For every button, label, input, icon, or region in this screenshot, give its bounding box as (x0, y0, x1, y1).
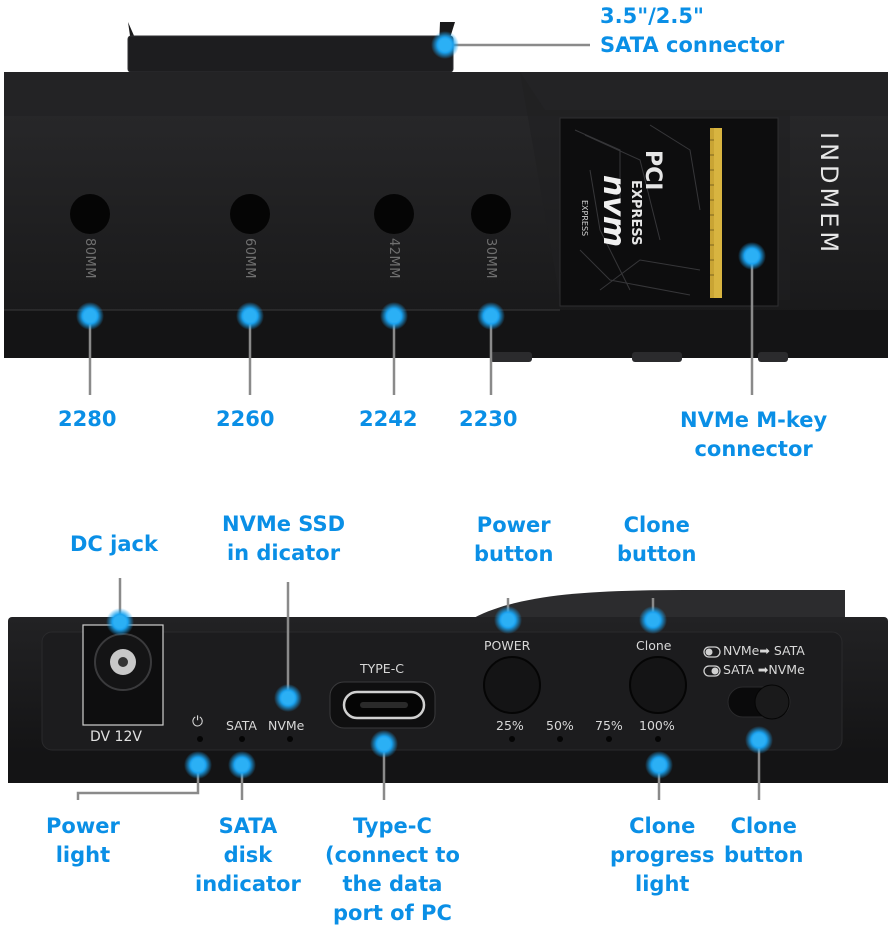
callout-clone-button-top-line-1: Clone (623, 513, 690, 537)
slot-label-30mm: 30MM (483, 238, 498, 279)
callout-nvme-ssd-line-2: in dicator (226, 541, 341, 565)
power-led (197, 736, 203, 742)
callout-power-light-line-2: light (55, 843, 111, 867)
power-button[interactable] (483, 656, 541, 714)
card-text-nvm-express: EXPRESS (580, 200, 589, 237)
slot-label-80mm: 80MM (82, 238, 97, 279)
callout-nvme-mkey-line-2: connector (694, 437, 813, 461)
power-label: POWER (484, 638, 531, 653)
callout-sata-disk-indicator: SATA disk indicator (195, 812, 301, 899)
sata-label: SATA (226, 718, 257, 733)
mode-line-1: NVMe➡ SATA (723, 643, 805, 658)
callout-clone-button-bottom-line-2: button (724, 843, 804, 867)
callout-type-c: Type-C (connect to the data port of PC (325, 812, 460, 928)
callout-clone-progress-line-1: Clone (629, 814, 696, 838)
power-symbol: ⏻ (192, 714, 204, 730)
callout-nvme-ssd-line-1: NVMe SSD (222, 512, 346, 536)
callout-type-c-line-4: port of PC (333, 901, 452, 925)
bottom-device (8, 590, 888, 783)
progress-led-75 (606, 736, 612, 742)
clone-label: Clone (636, 638, 672, 653)
nvme-led (287, 736, 293, 742)
callout-sata-disk-line-2: disk (223, 843, 273, 867)
callout-2230: 2230 (459, 407, 518, 431)
callout-sata-disk-line-3: indicator (195, 872, 301, 896)
callout-power-button-line-2: button (474, 542, 554, 566)
callout-sata-connector: 3.5"/2.5" SATA connector (600, 2, 784, 60)
callout-nvme-mkey: NVMe M-key connector (680, 406, 827, 464)
brand-logo: INDMEM (815, 132, 843, 257)
mode-line-2: SATA ➡NVMe (723, 662, 805, 677)
dv-label: DV 12V (90, 729, 142, 745)
callout-power-button-line-1: Power (476, 513, 551, 537)
progress-led-50 (557, 736, 563, 742)
progress-led-100 (655, 736, 661, 742)
screw-hole-60mm (230, 194, 270, 234)
screw-hole-80mm (70, 194, 110, 234)
sata-led (239, 736, 245, 742)
callout-clone-button-top: Clone button (617, 511, 696, 569)
callout-type-c-line-3: the data (342, 872, 443, 896)
callout-sata-disk-line-1: SATA (218, 814, 278, 838)
callout-2260: 2260 (216, 407, 275, 431)
callout-nvme-mkey-line-1: NVMe M-key (680, 408, 828, 432)
slot-label-42mm: 42MM (386, 238, 401, 279)
slot-label-60mm: 60MM (242, 238, 257, 279)
callout-2242: 2242 (359, 407, 418, 431)
callout-dc-jack: DC jack (70, 532, 158, 556)
callout-power-light-line-1: Power (46, 814, 120, 838)
typec-label: TYPE-C (360, 661, 404, 676)
callout-power-light: Power light (46, 812, 120, 870)
callout-2280: 2280 (58, 407, 117, 431)
callout-clone-progress: Clone progress light (610, 812, 714, 899)
callout-clone-progress-line-2: progress (610, 843, 715, 867)
callout-type-c-line-1: Type-C (352, 814, 432, 838)
callout-sata-connector-line-2: SATA connector (600, 33, 785, 57)
screw-hole-42mm (374, 194, 414, 234)
progress-label-50: 50% (546, 718, 574, 733)
mode-icon-1 (703, 646, 721, 658)
nvme-label: NVMe (268, 718, 305, 733)
top-device (4, 22, 888, 362)
callout-sata-connector-line-1: 3.5"/2.5" (600, 4, 704, 28)
mode-switch-knob[interactable] (754, 684, 790, 720)
mode-icon-2 (703, 665, 721, 677)
card-text-pci: PCI (640, 150, 665, 191)
callout-type-c-line-2: (connect to (325, 843, 460, 867)
callout-clone-button-bottom-line-1: Clone (730, 814, 797, 838)
callout-dots (76, 31, 773, 779)
nvme-card (559, 117, 779, 307)
callout-power-button: Power button (474, 511, 553, 569)
progress-label-100: 100% (639, 718, 675, 733)
progress-label-25: 25% (496, 718, 524, 733)
callout-nvme-ssd-indicator: NVMe SSD in dicator (222, 510, 345, 568)
callout-clone-button-bottom: Clone button (724, 812, 803, 870)
progress-label-75: 75% (595, 718, 623, 733)
callout-clone-button-top-line-2: button (617, 542, 697, 566)
screw-hole-30mm (471, 194, 511, 234)
card-text-express: EXPRESS (628, 180, 643, 246)
card-text-nvm: nvm (596, 175, 631, 248)
clone-button[interactable] (629, 656, 687, 714)
callout-clone-progress-line-3: light (635, 872, 690, 896)
progress-led-25 (509, 736, 515, 742)
